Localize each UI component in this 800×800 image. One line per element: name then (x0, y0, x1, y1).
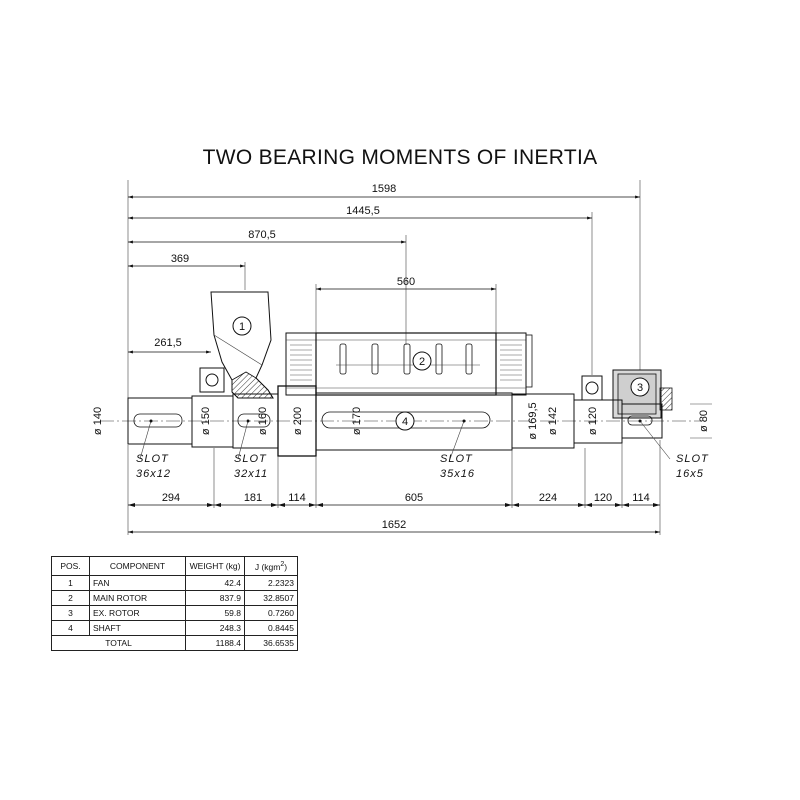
svg-text:4: 4 (402, 416, 408, 428)
bearing-left (199, 367, 225, 393)
table-header: POS. COMPONENT WEIGHT (kg) J (kgm2) (51, 556, 298, 576)
header-weight: WEIGHT (kg) (185, 556, 245, 576)
dim-369: 369 (128, 253, 246, 290)
diameter-200: ø 200 (292, 407, 304, 435)
dim-label-294: 294 (162, 492, 180, 504)
balloon-4: 4 (395, 411, 415, 431)
dim-label-224: 224 (539, 492, 557, 504)
table-total-row: TOTAL 1188.4 36.6535 (51, 635, 298, 651)
balloon-2: 2 (412, 351, 432, 371)
svg-text:3: 3 (637, 382, 643, 394)
svg-text:16x5: 16x5 (676, 468, 704, 480)
svg-text:SLOT: SLOT (136, 453, 169, 465)
header-component: COMPONENT (89, 556, 186, 576)
bearing-right (581, 375, 603, 401)
svg-text:SLOT: SLOT (676, 453, 709, 465)
table-row: 3 EX. ROTOR 59.8 0.7260 (51, 605, 298, 621)
table-row: 2 MAIN ROTOR 837.9 32.8507 (51, 590, 298, 606)
diameter-150: ø 150 (200, 407, 212, 435)
dim-560: 560 (315, 276, 497, 335)
dim-label-261-5: 261,5 (154, 337, 182, 349)
svg-text:SLOT: SLOT (234, 453, 267, 465)
fan (210, 291, 274, 399)
balloon-1: 1 (232, 316, 252, 336)
header-j: J (kgm2) (244, 556, 298, 576)
slot-callout-4: SLOT 16x5 (638, 419, 709, 480)
diameter-142: ø 142 (547, 407, 559, 435)
table-row: 1 FAN 42.4 2.2323 (51, 575, 298, 591)
slot-callout-2: SLOT 32x11 (234, 419, 268, 480)
diameter-80: ø 80 (698, 410, 710, 432)
inertia-table: POS. COMPONENT WEIGHT (kg) J (kgm2) 1 FA… (51, 556, 298, 651)
bottom-dimensions: 294 181 114 605 224 120 114 1652 (127, 440, 661, 535)
svg-text:36x12: 36x12 (136, 468, 171, 480)
dim-label-1445-5: 1445,5 (346, 205, 380, 217)
slot-callout-3: SLOT 35x16 (440, 419, 475, 480)
svg-text:SLOT: SLOT (440, 453, 473, 465)
dim-label-870-5: 870,5 (248, 229, 276, 241)
dim-label-605: 605 (405, 492, 423, 504)
diameter-140: ø 140 (92, 407, 104, 435)
main-rotor (285, 332, 533, 396)
dim-label-369: 369 (171, 253, 189, 265)
dim-label-1652: 1652 (382, 519, 406, 531)
dim-label-114-a: 114 (288, 492, 306, 504)
svg-text:2: 2 (419, 356, 425, 368)
dim-261-5: 261,5 (128, 337, 211, 354)
balloon-3: 3 (630, 377, 650, 397)
dim-label-1598: 1598 (372, 183, 396, 195)
header-pos: POS. (51, 556, 90, 576)
dim-1598: 1598 (127, 180, 641, 420)
dim-label-181: 181 (244, 492, 262, 504)
table-row: 4 SHAFT 248.3 0.8445 (51, 620, 298, 636)
svg-text:32x11: 32x11 (234, 468, 268, 480)
slot-callout-1: SLOT 36x12 (136, 419, 171, 480)
dim-label-114-b: 114 (632, 492, 650, 504)
svg-text:1: 1 (239, 321, 245, 333)
dim-label-120: 120 (594, 492, 612, 504)
diameter-160: ø 160 (257, 407, 269, 435)
dim-1445-5: 1445,5 (128, 205, 593, 375)
diameter-120: ø 120 (587, 407, 599, 435)
drawing-title: TWO BEARING MOMENTS OF INERTIA (202, 146, 598, 169)
diameter-169-5: ø 169,5 (527, 402, 539, 439)
svg-text:35x16: 35x16 (440, 468, 475, 480)
dim-870-5: 870,5 (128, 229, 407, 345)
dim-label-560: 560 (397, 276, 415, 288)
shaft (127, 385, 663, 457)
diameter-170: ø 170 (351, 407, 363, 435)
